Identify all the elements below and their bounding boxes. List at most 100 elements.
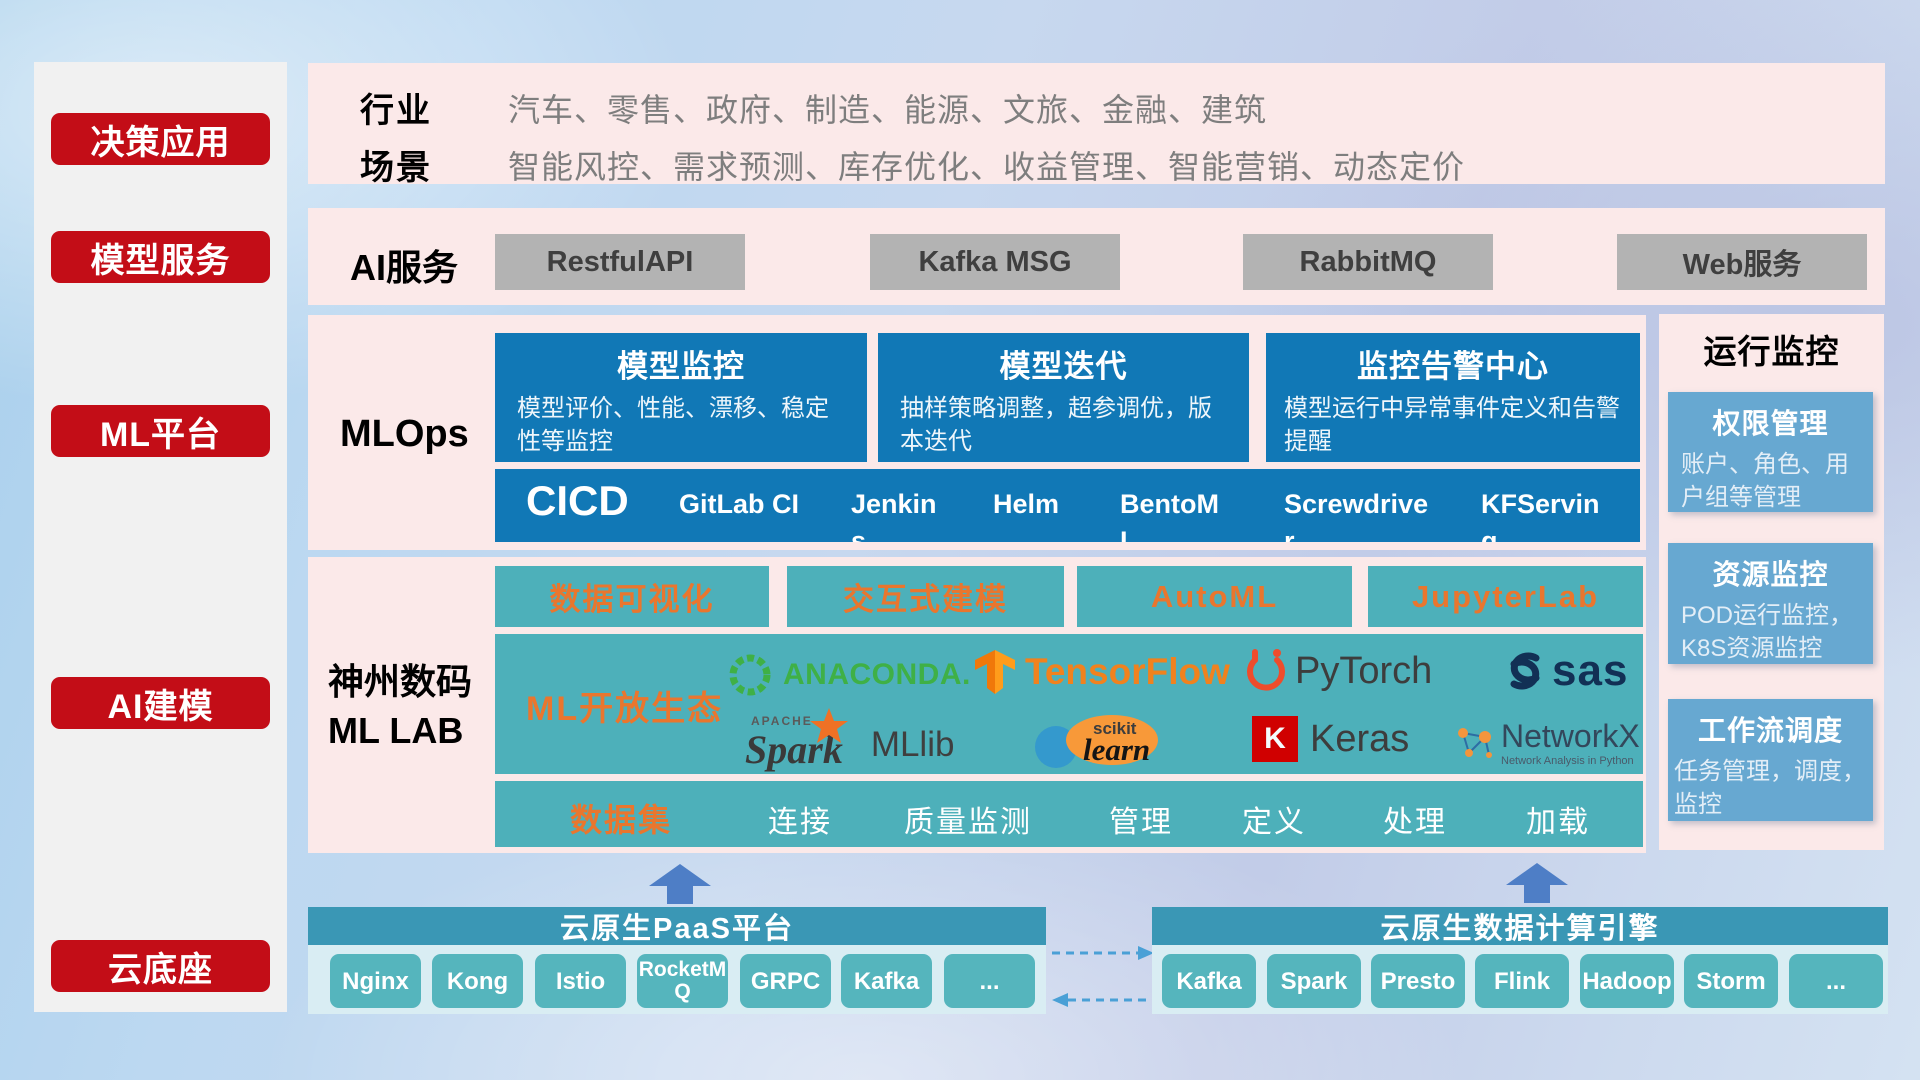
ai-service-band: AI服务 RestfulAPI Kafka MSG RabbitMQ Web服务 xyxy=(308,208,1885,305)
engine-item-presto[interactable]: Presto xyxy=(1371,954,1465,1008)
cicd-item-kfserving: KFServing xyxy=(1481,489,1600,542)
paas-item-istio[interactable]: Istio xyxy=(535,954,626,1008)
anaconda-text: ANACONDA. xyxy=(783,658,971,691)
paas-item-label: Istio xyxy=(555,967,606,995)
paas-title: 云原生PaaS平台 xyxy=(560,913,794,945)
engine-item-storm[interactable]: Storm xyxy=(1684,954,1778,1008)
sidebar-item-label: ML平台 xyxy=(99,415,222,454)
anaconda-icon xyxy=(729,654,771,696)
networkx-subtitle: Network Analysis in Python xyxy=(1501,755,1634,767)
scenario-label: 场景 xyxy=(360,149,432,187)
spark-wordmark: APACHE Spark xyxy=(745,708,848,773)
dataset-row: 数据集 连接 质量监测 管理 定义 处理 加载 xyxy=(495,781,1643,847)
card-title: 模型迭代 xyxy=(999,349,1128,384)
tool-box-interactive-modeling[interactable]: 交互式建模 xyxy=(787,566,1064,627)
sas-logo: sas xyxy=(1502,646,1628,696)
paas-item-label: ... xyxy=(979,967,1000,995)
sidebar-item-model-service[interactable]: 模型服务 xyxy=(51,231,270,283)
ml-ecosystem-row: ML开放生态 ANACONDA. TensorFlow xyxy=(495,634,1643,774)
mllab-label: 神州数码 ML LAB xyxy=(328,657,472,755)
engine-item-label: Kafka xyxy=(1176,967,1242,995)
engine-item-more[interactable]: ... xyxy=(1789,954,1883,1008)
tool-box-label: JupyterLab xyxy=(1411,578,1600,614)
data-engine-body: Kafka Spark Presto Flink Hadoop Storm ..… xyxy=(1152,945,1888,1014)
up-arrow-left xyxy=(649,864,711,904)
monitor-box-resources[interactable]: 资源监控 POD运行监控，K8S资源监控 xyxy=(1668,543,1873,664)
mllab-band: 神州数码 ML LAB 数据可视化 交互式建模 AutoML JupyterLa… xyxy=(308,557,1646,853)
service-box-kafka-msg[interactable]: Kafka MSG xyxy=(870,234,1120,290)
monitor-box-workflow[interactable]: 工作流调度 任务管理，调度，监控 xyxy=(1668,699,1873,821)
service-box-web-service[interactable]: Web服务 xyxy=(1617,234,1867,290)
card-desc: 模型评价、性能、漂移、稳定性等监控 xyxy=(517,395,829,455)
service-box-rabbitmq[interactable]: RabbitMQ xyxy=(1243,234,1493,290)
scenario-values: 智能风控、需求预测、库存优化、收益管理、智能营销、动态定价 xyxy=(508,149,1466,185)
sas-text: sas xyxy=(1552,646,1629,695)
paas-header: 云原生PaaS平台 xyxy=(308,907,1046,945)
keras-icon: K xyxy=(1252,716,1298,762)
monitor-box-permissions[interactable]: 权限管理 账户、角色、用户组等管理 xyxy=(1668,392,1873,512)
pytorch-text: PyTorch xyxy=(1295,649,1433,692)
mllab-label-line1: 神州数码 xyxy=(328,661,473,702)
paas-item-kafka[interactable]: Kafka xyxy=(841,954,932,1008)
card-model-monitoring[interactable]: 模型监控 模型评价、性能、漂移、稳定性等监控 xyxy=(495,333,867,462)
mllib-text: MLlib xyxy=(870,724,955,764)
mlops-band: MLOps 模型监控 模型评价、性能、漂移、稳定性等监控 模型迭代 抽样策略调整… xyxy=(308,315,1646,550)
scikit-text: scikit xyxy=(1093,719,1137,738)
networkx-text: NetworkX xyxy=(1501,718,1640,754)
sidebar-item-ml-platform[interactable]: ML平台 xyxy=(51,405,270,457)
data-engine-title: 云原生数据计算引擎 xyxy=(1380,913,1660,945)
sidebar-item-decision-apps[interactable]: 决策应用 xyxy=(51,113,270,165)
industry-label: 行业 xyxy=(360,92,432,130)
service-box-label: RestfulAPI xyxy=(546,245,694,278)
tensorflow-logo: TensorFlow xyxy=(973,648,1230,696)
keras-text: Keras xyxy=(1310,717,1410,760)
monitor-box-title: 工作流调度 xyxy=(1697,715,1843,746)
monitor-box-desc: 任务管理，调度，监控 xyxy=(1674,758,1866,818)
scikit-learn-logo: scikit learn xyxy=(1031,712,1165,770)
card-model-iteration[interactable]: 模型迭代 抽样策略调整，超参调优，版本迭代 xyxy=(878,333,1249,462)
sidebar-item-cloud-base[interactable]: 云底座 xyxy=(51,940,270,992)
cicd-bar: CICD GitLab CI Jenkins Helm BentoML Scre… xyxy=(495,469,1640,542)
dataset-item-connect: 连接 xyxy=(768,806,832,839)
engine-item-flink[interactable]: Flink xyxy=(1475,954,1569,1008)
card-alert-center[interactable]: 监控告警中心 模型运行中异常事件定义和告警提醒 xyxy=(1266,333,1640,462)
industry-values: 汽车、零售、政府、制造、能源、文旅、金融、建筑 xyxy=(508,92,1268,128)
monitor-box-desc: POD运行监控，K8S资源监控 xyxy=(1681,602,1854,662)
paas-item-grpc[interactable]: GRPC xyxy=(740,954,831,1008)
scikit-learn-icon: scikit learn xyxy=(1035,715,1158,768)
engine-item-kafka[interactable]: Kafka xyxy=(1162,954,1256,1008)
service-box-label: Web服务 xyxy=(1682,249,1802,281)
sidebar-item-ai-modeling[interactable]: AI建模 xyxy=(51,677,270,729)
cicd-item-gitlab-ci: GitLab CI xyxy=(679,489,799,519)
mllab-label-line2: ML LAB xyxy=(328,710,464,751)
cicd-item-bentoml: BentoML xyxy=(1120,489,1219,542)
engine-item-hadoop[interactable]: Hadoop xyxy=(1580,954,1674,1008)
engine-item-spark[interactable]: Spark xyxy=(1267,954,1361,1008)
paas-item-nginx[interactable]: Nginx xyxy=(330,954,421,1008)
engine-item-label: Spark xyxy=(1280,967,1348,995)
paas-item-kong[interactable]: Kong xyxy=(432,954,523,1008)
cicd-label: CICD xyxy=(526,477,629,524)
tool-box-data-visualization[interactable]: 数据可视化 xyxy=(495,566,769,627)
card-title: 监控告警中心 xyxy=(1357,349,1549,384)
engine-item-label: Hadoop xyxy=(1582,967,1672,995)
sidebar-item-label: 模型服务 xyxy=(90,241,231,280)
networkx-icon xyxy=(1458,727,1492,758)
tool-box-jupyterlab[interactable]: JupyterLab xyxy=(1368,566,1643,627)
cicd-item-helm: Helm xyxy=(993,489,1060,519)
monitor-panel: 运行监控 权限管理 账户、角色、用户组等管理 资源监控 POD运行监控，K8S资… xyxy=(1659,314,1884,850)
paas-item-rocketmq[interactable]: RocketMQ xyxy=(637,954,728,1008)
paas-item-more[interactable]: ... xyxy=(944,954,1035,1008)
pytorch-logo: PyTorch xyxy=(1245,648,1432,694)
monitor-box-desc: 账户、角色、用户组等管理 xyxy=(1681,451,1849,511)
engine-item-label: ... xyxy=(1825,967,1846,995)
tool-box-automl[interactable]: AutoML xyxy=(1077,566,1352,627)
monitor-box-title: 权限管理 xyxy=(1712,408,1829,439)
spark-star-icon xyxy=(810,708,848,743)
industry-band: 行业 汽车、零售、政府、制造、能源、文旅、金融、建筑 场景 智能风控、需求预测、… xyxy=(308,63,1885,187)
service-box-restfulapi[interactable]: RestfulAPI xyxy=(495,234,745,290)
networkx-logo: NetworkX Network Analysis in Python xyxy=(1455,718,1640,767)
data-engine-header: 云原生数据计算引擎 xyxy=(1152,907,1888,945)
tool-box-label: 数据可视化 xyxy=(549,582,715,617)
paas-item-label: Kafka xyxy=(853,967,920,995)
